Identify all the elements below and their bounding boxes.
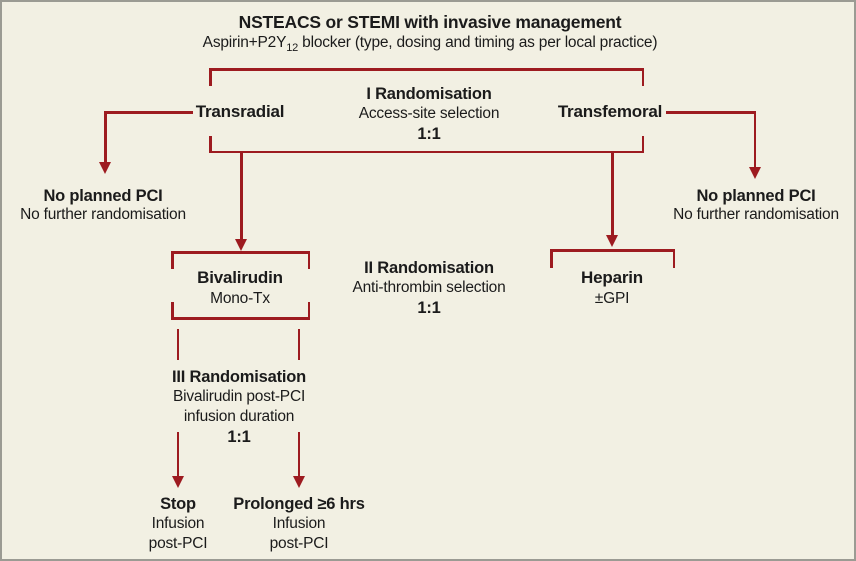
- connector-right-branch-vertical: [753, 111, 756, 167]
- connector-right-branch-horizontal: [666, 111, 756, 114]
- no-planned-pci-left-title: No planned PCI: [43, 187, 163, 205]
- bivalirudin-box-bottom-right-stub: [307, 302, 310, 320]
- bracket-bottom-left-stub: [209, 136, 212, 153]
- no-planned-pci-left-subtitle: No further randomisation: [20, 206, 186, 223]
- arrowhead-left-no-pci: [98, 162, 111, 174]
- randomisation-3-block: III Randomisation Bivalirudin post-PCI i…: [172, 367, 306, 447]
- bivalirudin-box-top: [171, 251, 310, 254]
- connector-heparin-vertical: [611, 152, 614, 236]
- rail-left-upper: [176, 329, 179, 360]
- bracket-bottom-right-stub: [641, 136, 644, 153]
- no-planned-pci-right-title: No planned PCI: [696, 187, 816, 205]
- arrowhead-prolonged: [292, 476, 305, 488]
- randomisation-3-description-2: infusion duration: [183, 408, 295, 425]
- heparin-box-title: Heparin: [581, 268, 643, 287]
- arrowhead-bivalirudin: [234, 239, 247, 251]
- outcome-prolonged-line2: Infusion: [272, 515, 326, 532]
- outcome-prolonged-block: Prolonged ≥6 hrs Infusion post-PCI: [233, 494, 365, 554]
- rail-right-upper: [297, 329, 300, 360]
- randomisation-3-description-1: Bivalirudin post-PCI: [172, 388, 306, 405]
- bivalirudin-box-bottom: [171, 317, 310, 320]
- page-subtitle: Aspirin+P2Y12 blocker (type, dosing and …: [203, 33, 658, 58]
- rail-left-lower: [176, 432, 179, 477]
- connector-left-branch-vertical: [104, 111, 107, 163]
- arrowhead-stop: [171, 476, 184, 488]
- subtitle-pre: Aspirin+P2Y: [202, 34, 287, 51]
- randomisation-3-title: III Randomisation: [171, 368, 307, 386]
- outcome-prolonged-line3: post-PCI: [269, 535, 329, 552]
- randomisation-1-description: Access-site selection: [358, 105, 500, 122]
- heparin-bracket-left-stub: [550, 249, 553, 268]
- rail-right-lower: [297, 432, 300, 477]
- outcome-stop-line2: Infusion: [151, 515, 205, 532]
- heparin-bracket-top: [550, 249, 675, 252]
- heparin-bracket-right-stub: [672, 249, 675, 268]
- bivalirudin-box-top-left-stub: [171, 251, 174, 269]
- randomisation-1-ratio: 1:1: [417, 125, 441, 143]
- bracket-top-horizontal: [209, 68, 644, 71]
- arrowhead-right-no-pci: [748, 167, 761, 179]
- bivalirudin-box-bottom-left-stub: [171, 302, 174, 320]
- randomisation-2-block: II Randomisation Anti-thrombin selection…: [352, 258, 505, 318]
- no-planned-pci-right-subtitle: No further randomisation: [673, 206, 839, 223]
- heparin-box-subtitle: ±GPI: [594, 290, 630, 307]
- bracket-top-left-stub: [209, 68, 212, 86]
- page-title: NSTEACS or STEMI with invasive managemen…: [238, 12, 622, 32]
- connector-left-branch-horizontal: [104, 111, 193, 114]
- arrowhead-heparin: [605, 235, 618, 247]
- bivalirudin-box-subtitle: Mono-Tx: [210, 290, 270, 307]
- randomisation-2-description: Anti-thrombin selection: [352, 279, 506, 296]
- outcome-stop-line3: post-PCI: [148, 535, 208, 552]
- randomisation-1-title: I Randomisation: [366, 85, 492, 103]
- connector-bivalirudin-vertical: [240, 152, 243, 240]
- bracket-bottom-horizontal: [209, 150, 644, 153]
- randomisation-2-ratio: 1:1: [417, 299, 441, 317]
- randomisation-1-block: I Randomisation Access-site selection 1:…: [359, 84, 500, 144]
- randomisation-2-title: II Randomisation: [364, 259, 494, 277]
- bracket-top-right-stub: [641, 68, 644, 86]
- subtitle-post: blocker (type, dosing and timing as per …: [298, 34, 658, 51]
- bivalirudin-box-top-right-stub: [307, 251, 310, 269]
- outcome-stop-block: Stop Infusion post-PCI: [149, 494, 208, 554]
- randomisation-3-ratio: 1:1: [227, 428, 251, 446]
- outcome-stop-title: Stop: [160, 495, 196, 513]
- arm-transfemoral-label: Transfemoral: [557, 102, 663, 121]
- subtitle-subscript: 12: [286, 42, 299, 55]
- arm-transradial-label: Transradial: [195, 102, 285, 121]
- outcome-prolonged-title: Prolonged ≥6 hrs: [233, 495, 365, 513]
- bivalirudin-box-title: Bivalirudin: [197, 268, 283, 287]
